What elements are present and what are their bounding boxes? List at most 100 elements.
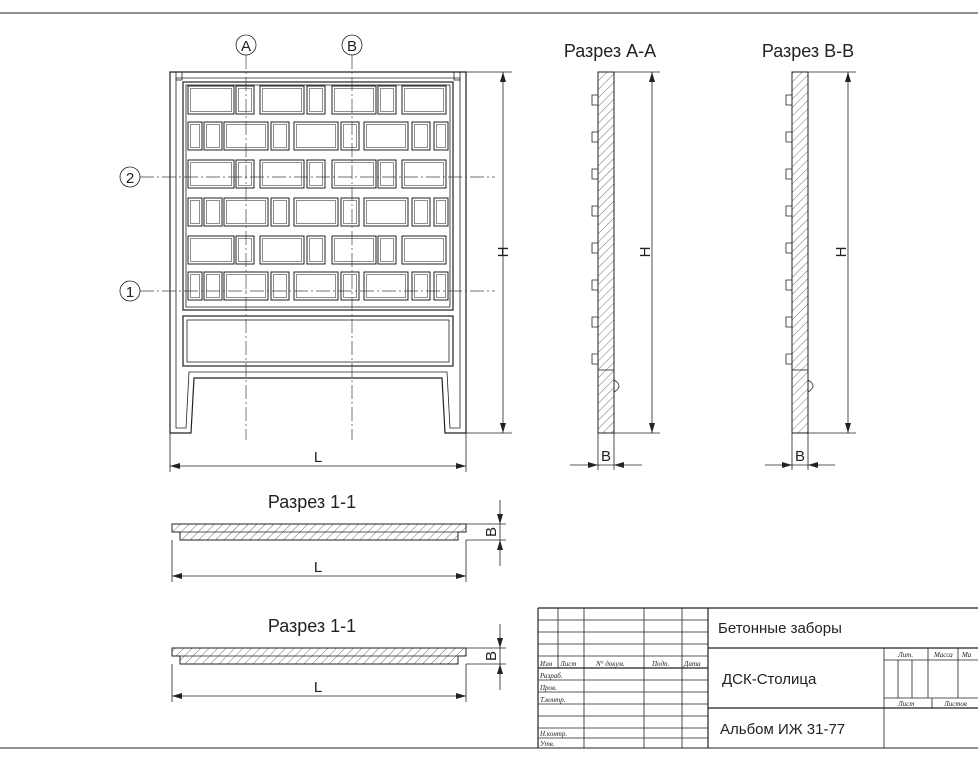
svg-text:A: A [241, 38, 251, 55]
svg-text:H: H [833, 247, 850, 258]
lattice-opening-inner [366, 124, 406, 148]
lattice-opening-inner [206, 200, 220, 224]
lattice-opening [306, 85, 326, 115]
row-razrab-label: Разраб. [539, 672, 563, 680]
front-view [169, 71, 467, 434]
lattice-opening-inner [296, 124, 336, 148]
lattice-opening [377, 159, 397, 189]
lattice-opening [187, 121, 203, 151]
lattice-opening [187, 197, 203, 227]
lattice-opening-inner [366, 200, 406, 224]
section-aa-height-dimension: H [614, 71, 660, 434]
svg-text:B: B [483, 651, 500, 661]
col-izm-label: Изм [539, 660, 553, 668]
lattice-opening [235, 85, 255, 115]
svg-text:B: B [347, 38, 357, 55]
lattice-opening [270, 121, 290, 151]
svg-text:H: H [495, 247, 512, 258]
lattice-opening-inner [343, 124, 357, 148]
lattice-opening-inner [414, 200, 428, 224]
lattice-opening-inner [296, 200, 336, 224]
lattice-opening [203, 197, 223, 227]
product-name: Бетонные заборы [718, 620, 842, 637]
lit-label: Лит. [897, 651, 913, 659]
organization-name: ДСК-Столица [722, 671, 817, 688]
lattice-opening-inner [273, 124, 287, 148]
section-11-width-dimension-bottom: B [466, 624, 506, 690]
lattice-opening [411, 121, 431, 151]
lattice-opening [259, 85, 305, 115]
lattice-opening [270, 197, 290, 227]
row-prov-label: Пров. [539, 684, 557, 692]
lattice-opening-inner [436, 124, 446, 148]
svg-text:L: L [314, 559, 322, 576]
col-podp-label: Подп. [651, 660, 670, 668]
row-tkontr-label: Т.контр. [540, 696, 566, 704]
lattice-opening [433, 197, 449, 227]
axis-marker-b: B [341, 34, 363, 56]
front-height-dimension: H [466, 71, 512, 434]
lattice-opening-inner [190, 124, 200, 148]
lattice-opening-inner [366, 274, 406, 298]
lattice-opening-inner [206, 124, 220, 148]
front-length-dimension: L [169, 433, 467, 472]
lattice-opening [401, 159, 447, 189]
section-aa-title: Разрез А-А [564, 41, 656, 61]
lattice-opening-inner [404, 162, 444, 186]
section-bb-title: Разрез В-В [762, 41, 854, 61]
lattice-opening [411, 271, 431, 301]
title-block [537, 607, 978, 748]
section-11-title-top: Разрез 1-1 [268, 492, 356, 512]
row-utv-label: Утв. [540, 740, 555, 748]
lattice-opening [293, 197, 339, 227]
svg-text:B: B [601, 448, 611, 465]
lattice-opening [401, 85, 447, 115]
lattice-opening-inner [334, 162, 374, 186]
massa-label: Масса [933, 651, 953, 659]
lattice-openings [187, 85, 449, 301]
lattice-opening-inner [380, 88, 394, 112]
lattice-opening-inner [238, 162, 252, 186]
lattice-opening-inner [262, 238, 302, 262]
lattice-opening-inner [436, 200, 446, 224]
lattice-opening-inner [309, 88, 323, 112]
col-data-label: Дата [683, 660, 701, 668]
svg-text:L: L [314, 449, 322, 466]
lattice-opening-inner [309, 238, 323, 262]
lattice-opening [401, 235, 447, 265]
lattice-opening-inner [190, 88, 232, 112]
lattice-opening-inner [238, 88, 252, 112]
lattice-opening-inner [343, 200, 357, 224]
lattice-opening [293, 121, 339, 151]
axis-marker-1: 1 [119, 280, 141, 302]
axis-lines [140, 55, 495, 440]
lattice-opening [270, 271, 290, 301]
lattice-opening [331, 85, 377, 115]
lattice-opening-inner [262, 88, 302, 112]
lattice-opening [187, 85, 235, 115]
section-11-length-dimension-bottom: L [171, 664, 467, 702]
section-11-width-dimension-top: B [466, 500, 506, 566]
lattice-opening [340, 197, 360, 227]
section-11-title-bottom: Разрез 1-1 [268, 616, 356, 636]
lattice-opening-inner [273, 200, 287, 224]
svg-text:1: 1 [126, 284, 134, 301]
lattice-opening [363, 121, 409, 151]
axis-marker-a: A [235, 34, 257, 56]
list-label: Лист [897, 700, 914, 708]
lattice-opening-inner [262, 162, 302, 186]
lattice-opening [259, 159, 305, 189]
lattice-opening [363, 271, 409, 301]
lattice-opening-inner [273, 274, 287, 298]
lattice-opening [331, 159, 377, 189]
section-bb-height-dimension: H [808, 71, 856, 434]
sheet-frame [0, 12, 978, 749]
section-11-profile-bottom [171, 647, 467, 665]
lattice-opening-inner [414, 274, 428, 298]
axis-marker-2: 2 [119, 166, 141, 188]
section-11-length-dimension-top: L [171, 540, 467, 582]
masshtab-label: Ма [961, 651, 972, 659]
lattice-opening [187, 159, 235, 189]
lattice-opening-inner [238, 238, 252, 262]
